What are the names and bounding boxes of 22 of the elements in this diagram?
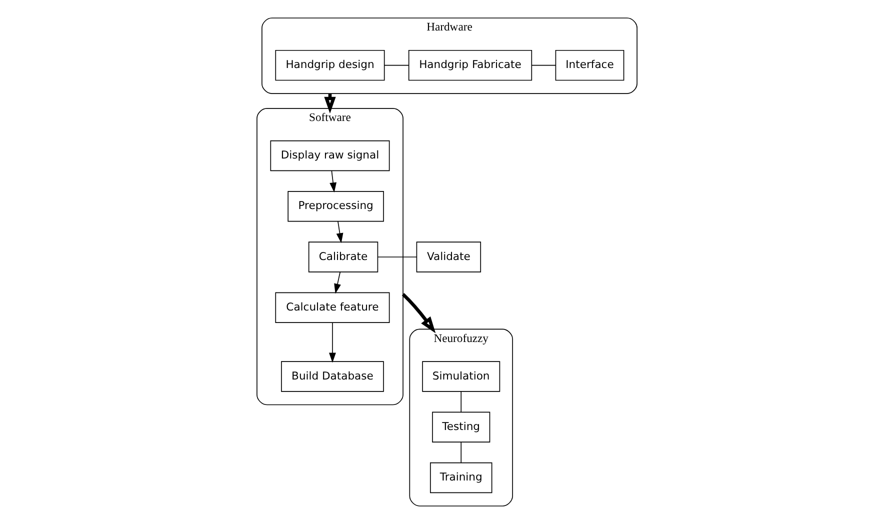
node-box: Simulation xyxy=(422,361,500,392)
connector xyxy=(460,391,462,412)
connector xyxy=(384,64,409,66)
arrow xyxy=(329,170,336,193)
node-box: Interface xyxy=(554,50,624,81)
node-box: Display raw signal xyxy=(270,140,390,172)
node-box: Testing xyxy=(432,412,490,442)
node-box: Calculate feature xyxy=(274,292,390,323)
node-box: Preprocessing xyxy=(287,191,384,222)
connector xyxy=(376,256,416,258)
node-box: Handgrip Fabricate xyxy=(408,50,532,81)
node-box: Handgrip design xyxy=(274,50,384,81)
arrow xyxy=(336,220,343,244)
node-box: Validate xyxy=(416,242,481,272)
connector xyxy=(530,64,556,66)
arrow xyxy=(328,322,336,363)
connector xyxy=(460,442,462,464)
arrow xyxy=(401,293,436,334)
node-box: Training xyxy=(429,462,492,494)
node-box: Build Database xyxy=(280,361,384,392)
node-box: Calibrate xyxy=(308,242,378,272)
arrow xyxy=(334,272,340,294)
